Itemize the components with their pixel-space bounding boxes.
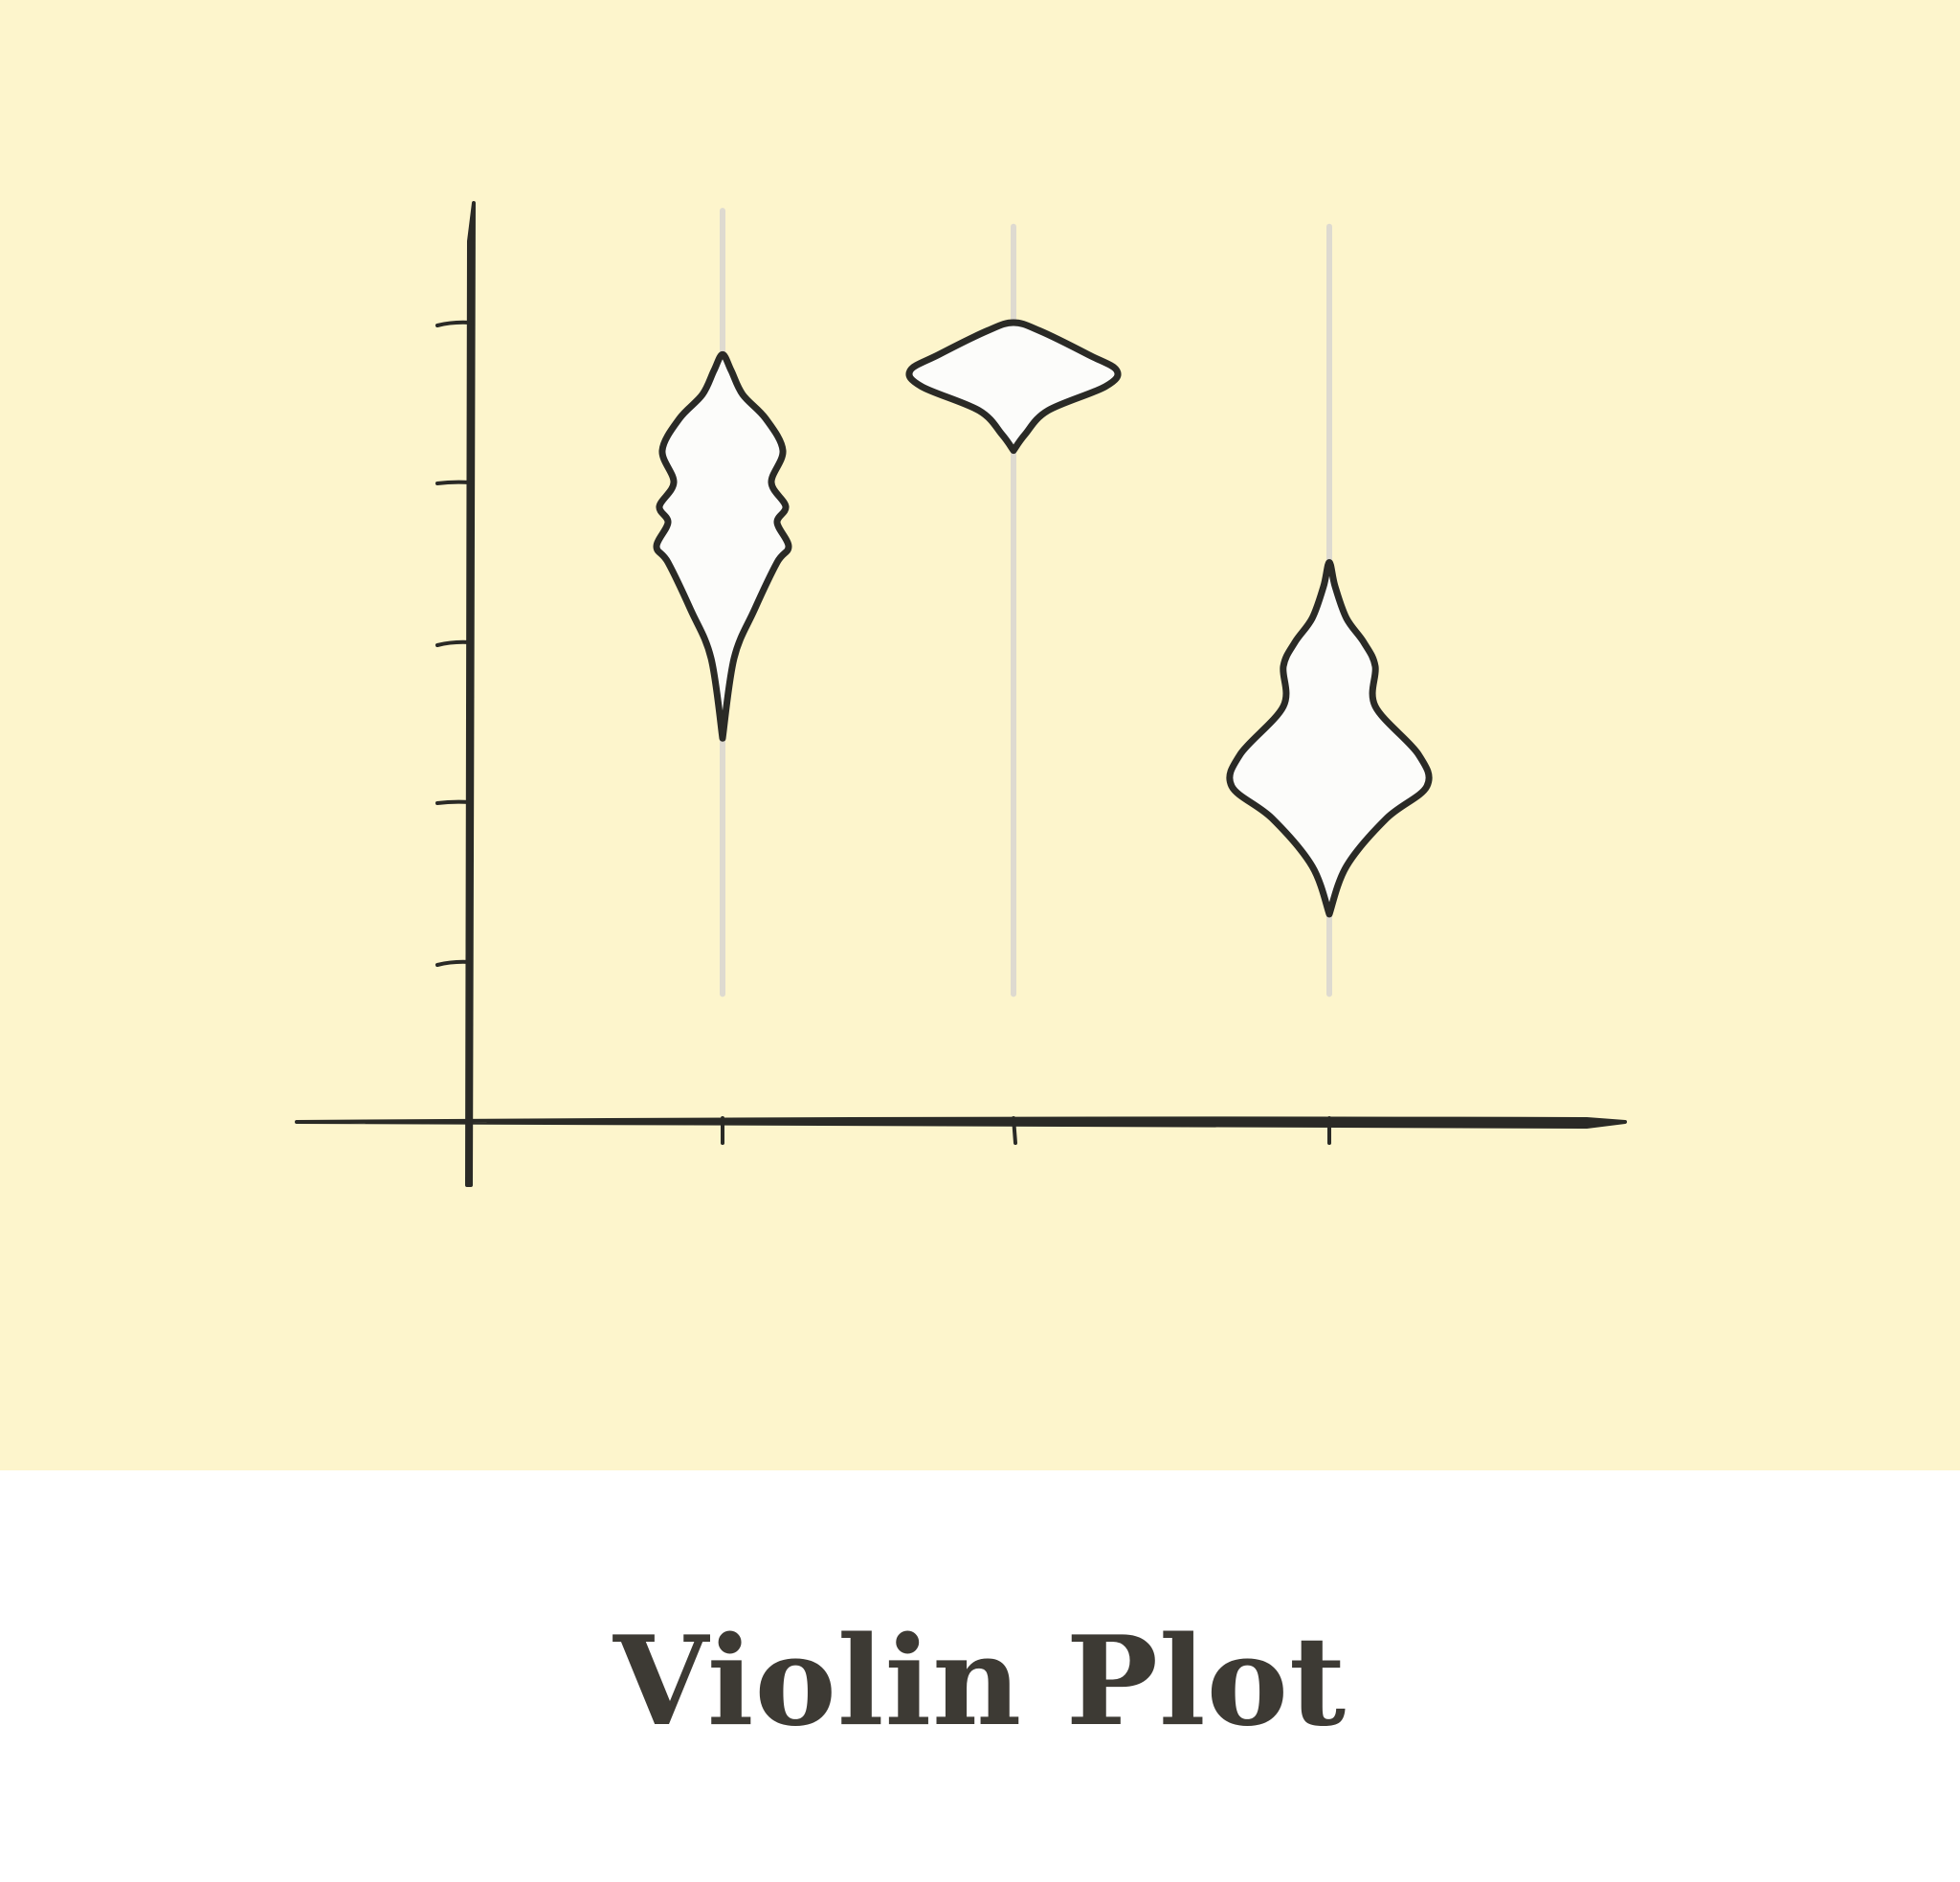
- y-axis: [465, 201, 476, 1187]
- violin-1: [653, 350, 792, 742]
- x-axis: [295, 1116, 1627, 1129]
- violin-chart: [295, 201, 1627, 1187]
- caption-area: Violin Plot: [0, 1470, 1960, 1882]
- violin-3: [1226, 559, 1433, 918]
- y-tick-1: [435, 959, 472, 967]
- chart-title: Violin Plot: [612, 1610, 1348, 1754]
- y-tick-5: [435, 320, 472, 327]
- y-tick-2: [435, 799, 472, 805]
- x-tick-2: [1012, 1116, 1017, 1145]
- plot-panel: [0, 0, 1960, 1470]
- violin-2: [905, 319, 1122, 455]
- y-tick-3: [435, 639, 472, 647]
- y-tick-4: [435, 480, 472, 485]
